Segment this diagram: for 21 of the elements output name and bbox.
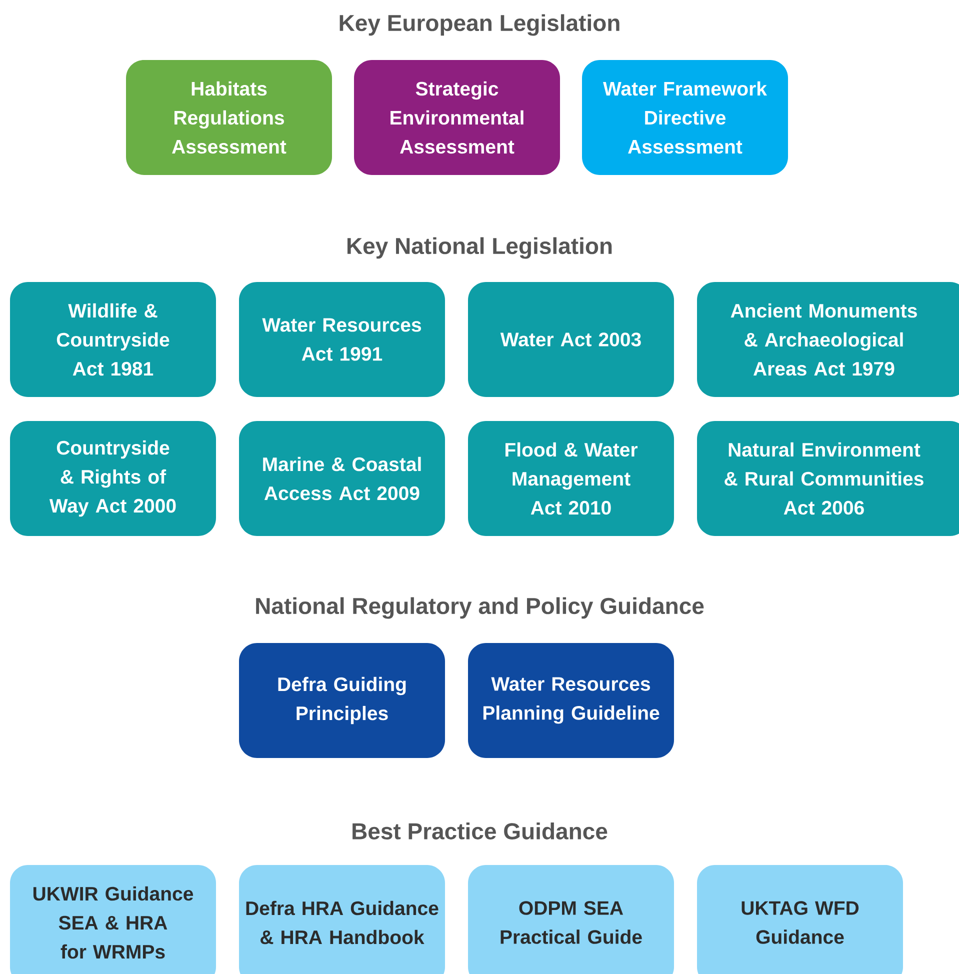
legislation-box: Natural Environment & Rural Communities Act 2006	[697, 421, 959, 536]
legislation-box: Defra HRA Guidance & HRA Handbook	[239, 865, 445, 974]
legislation-box: UKTAG WFD Guidance	[697, 865, 903, 974]
legislation-box: Water Act 2003	[468, 282, 674, 397]
legislation-box: Habitats Regulations Assessment	[126, 60, 332, 175]
legislation-box: Water Resources Act 1991	[239, 282, 445, 397]
legislation-box: Water Framework Directive Assessment	[582, 60, 788, 175]
section-heading: Key National Legislation	[347, 237, 612, 259]
section-heading: Key European Legislation	[340, 14, 620, 36]
section-heading: Best Practice Guidance	[352, 822, 608, 840]
legislation-box: ODPM SEA Practical Guide	[468, 865, 674, 974]
legislation-box: Water Resources Planning Guideline	[468, 643, 674, 758]
legislation-box: Ancient Monuments & Archaeological Areas Act 1979	[697, 282, 959, 397]
legislation-box: Defra Guiding Principles	[239, 643, 445, 758]
legislation-box: Strategic Environmental Assessment	[354, 60, 560, 175]
legislation-box: Wildlife & Countryside Act 1981	[10, 282, 216, 397]
legislation-box: Marine & Coastal Access Act 2009	[239, 421, 445, 536]
legislation-box: UKWIR Guidance SEA & HRA for WRMPs	[10, 865, 216, 974]
legislation-box: Countryside & Rights of Way Act 2000	[10, 421, 216, 536]
legislation-box: Flood & Water Management Act 2010	[468, 421, 674, 536]
section-heading: National Regulatory and Policy Guidance	[256, 597, 704, 619]
